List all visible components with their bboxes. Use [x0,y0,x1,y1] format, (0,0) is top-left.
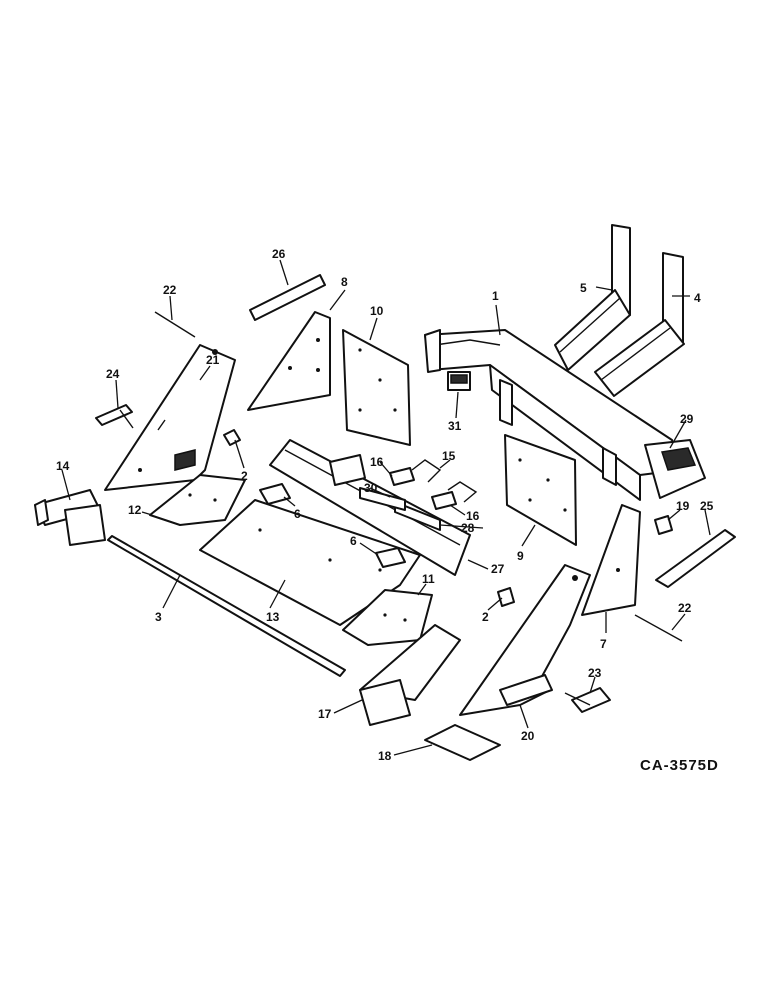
callout-28: 28 [461,521,475,535]
callout-30: 30 [364,481,378,495]
callout-10: 10 [370,304,384,318]
part-25-plate [655,529,736,588]
callout-16-right: 16 [466,509,480,523]
part-4-upright [594,252,685,397]
callout-6-lower: 6 [350,534,357,548]
part-23-bracket [564,687,611,713]
part-6-clip-lower [375,547,406,568]
part-18-bracket [424,724,501,761]
callout-11: 11 [422,572,435,586]
callout-12: 12 [128,503,142,517]
part-14-mount-bracket [34,489,106,546]
part-24-bracket [95,404,134,429]
callout-17: 17 [318,707,332,721]
part-5-upright [554,224,631,371]
callout-31: 31 [448,419,462,433]
part-2-clip-upper [223,429,241,446]
part-8-side-plate [247,311,331,411]
part-21-left-side-frame [104,344,236,491]
part-30-strip [359,487,406,511]
callout-27: 27 [491,562,505,576]
part-7-side-plate [581,504,641,616]
part-6-clip-upper [259,483,291,505]
part-11-panel [342,589,433,646]
part-13-floor-panel [199,499,421,626]
part-16-plate-b [431,491,457,510]
part-19-clip [654,515,673,535]
callout-3: 3 [155,610,162,624]
callout-29: 29 [680,412,694,426]
callout-7: 7 [600,637,607,651]
part-26-plate [249,274,326,321]
callout-22-right: 22 [678,601,692,615]
callout-labels: 1 2 2 3 4 5 6 6 7 8 9 10 11 12 13 14 15 … [56,247,714,763]
callout-19: 19 [676,499,690,513]
part-20-right-side-frame [459,564,591,716]
part-29-end-bracket [644,439,706,499]
callout-6-upper: 6 [294,507,301,521]
callout-14: 14 [56,459,70,473]
callout-4: 4 [694,291,701,305]
part-17-mount-bracket [359,624,461,726]
leader-lines [61,259,711,756]
callout-23: 23 [588,666,602,680]
part-9-panel [504,434,577,546]
callout-26: 26 [272,247,286,261]
callout-24: 24 [106,367,120,381]
part-27-channel [269,439,471,576]
callout-8: 8 [341,275,348,289]
callout-25: 25 [700,499,714,513]
callout-20: 20 [521,729,535,743]
part-31-plate [447,371,471,391]
part-28-strip [394,501,441,531]
part-12-panel [149,474,246,526]
part-15-u-bolts [411,459,478,503]
part-3-long-bar [107,535,346,677]
callout-22-left: 22 [163,283,177,297]
callout-21: 21 [206,353,220,367]
callout-13: 13 [266,610,280,624]
callout-5: 5 [580,281,587,295]
part-1-cross-beam [424,329,681,501]
part-2-clip-lower [497,587,515,607]
part-22-rod-right [634,614,683,642]
callout-15: 15 [442,449,456,463]
part-22-rod-left [154,311,196,338]
callout-9: 9 [517,549,524,563]
callout-16-left: 16 [370,455,384,469]
part-10-panel [342,329,411,446]
part-16-plate-a [389,467,415,486]
callout-2-lower: 2 [482,610,489,624]
callout-1: 1 [492,289,499,303]
drawing-reference-code: CA-3575D [640,757,719,774]
callout-18: 18 [378,749,392,763]
callout-2-upper: 2 [241,469,248,483]
